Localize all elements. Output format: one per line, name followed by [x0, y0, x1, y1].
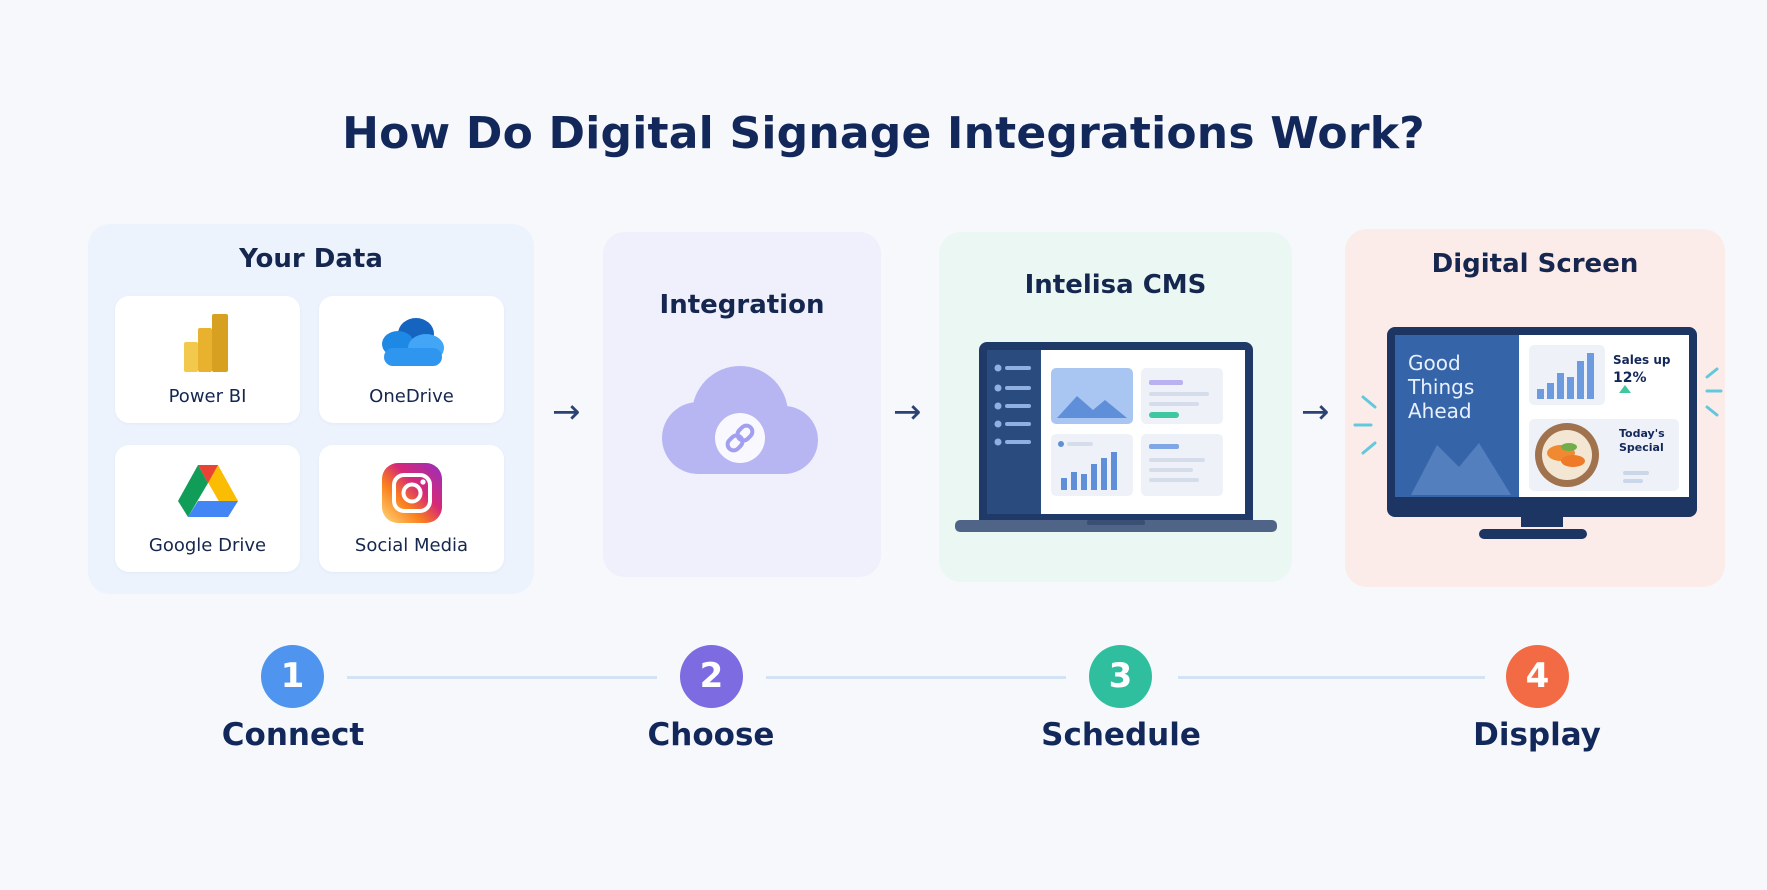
arrow-right-icon: → [1301, 392, 1330, 432]
social-media-label: Social Media [354, 535, 469, 556]
cloud-link-icon [660, 360, 822, 488]
promo-text: Good Things Ahead [1408, 351, 1474, 423]
laptop-dashboard-icon [953, 340, 1279, 544]
special-line-2: Special [1619, 441, 1664, 454]
step-1-label: Connect [221, 717, 365, 753]
monitor-stand [1479, 529, 1587, 539]
your-data-title: Your Data [239, 244, 383, 274]
signal-rays-icon [1345, 229, 1725, 587]
special-line-1: Today's [1619, 427, 1665, 440]
arrow-right-icon: → [552, 392, 581, 432]
step-2-circle: 2 [680, 645, 743, 708]
onedrive-icon [376, 312, 448, 376]
google-drive-tile[interactable]: Google Drive [115, 445, 300, 572]
onedrive-tile[interactable]: OneDrive [319, 296, 504, 423]
digital-screen-panel: Digital Screen [1345, 229, 1725, 587]
step-connector [347, 676, 657, 679]
special-text: Today's Special [1619, 427, 1665, 455]
monitor: Good Things Ahead Sales up 12% Today's S… [1387, 327, 1697, 527]
step-1-circle: 1 [261, 645, 324, 708]
step-connector [1178, 676, 1485, 679]
step-2-label: Choose [647, 717, 775, 753]
arrow-right-icon: → [893, 392, 922, 432]
social-media-tile[interactable]: Social Media [319, 445, 504, 572]
google-drive-icon [174, 461, 242, 525]
promo-line-3: Ahead [1408, 399, 1472, 423]
step-3-circle: 3 [1089, 645, 1152, 708]
your-data-panel: Your Data Power BI OneDrive [88, 224, 534, 594]
digital-screen-title: Digital Screen [1431, 249, 1639, 279]
sales-text: Sales up 12% [1613, 351, 1670, 387]
step-3-label: Schedule [1041, 717, 1201, 753]
integration-panel: Integration [603, 232, 881, 577]
sales-line-1: Sales up [1613, 353, 1671, 367]
step-4-label: Display [1473, 717, 1601, 753]
google-drive-label: Google Drive [148, 535, 267, 556]
sales-line-2: 12% [1613, 370, 1647, 386]
onedrive-label: OneDrive [369, 386, 454, 407]
power-bi-tile[interactable]: Power BI [115, 296, 300, 423]
promo-line-2: Things [1408, 375, 1475, 399]
page-title: How Do Digital Signage Integrations Work… [342, 108, 1425, 159]
integration-title: Integration [659, 290, 825, 320]
step-connector [766, 676, 1066, 679]
power-bi-icon [180, 312, 236, 378]
power-bi-label: Power BI [168, 386, 247, 407]
instagram-icon [380, 461, 444, 529]
promo-line-1: Good [1408, 351, 1461, 375]
step-4-circle: 4 [1506, 645, 1569, 708]
intelisa-cms-title: Intelisa CMS [1024, 270, 1207, 300]
intelisa-cms-panel: Intelisa CMS [939, 232, 1292, 582]
